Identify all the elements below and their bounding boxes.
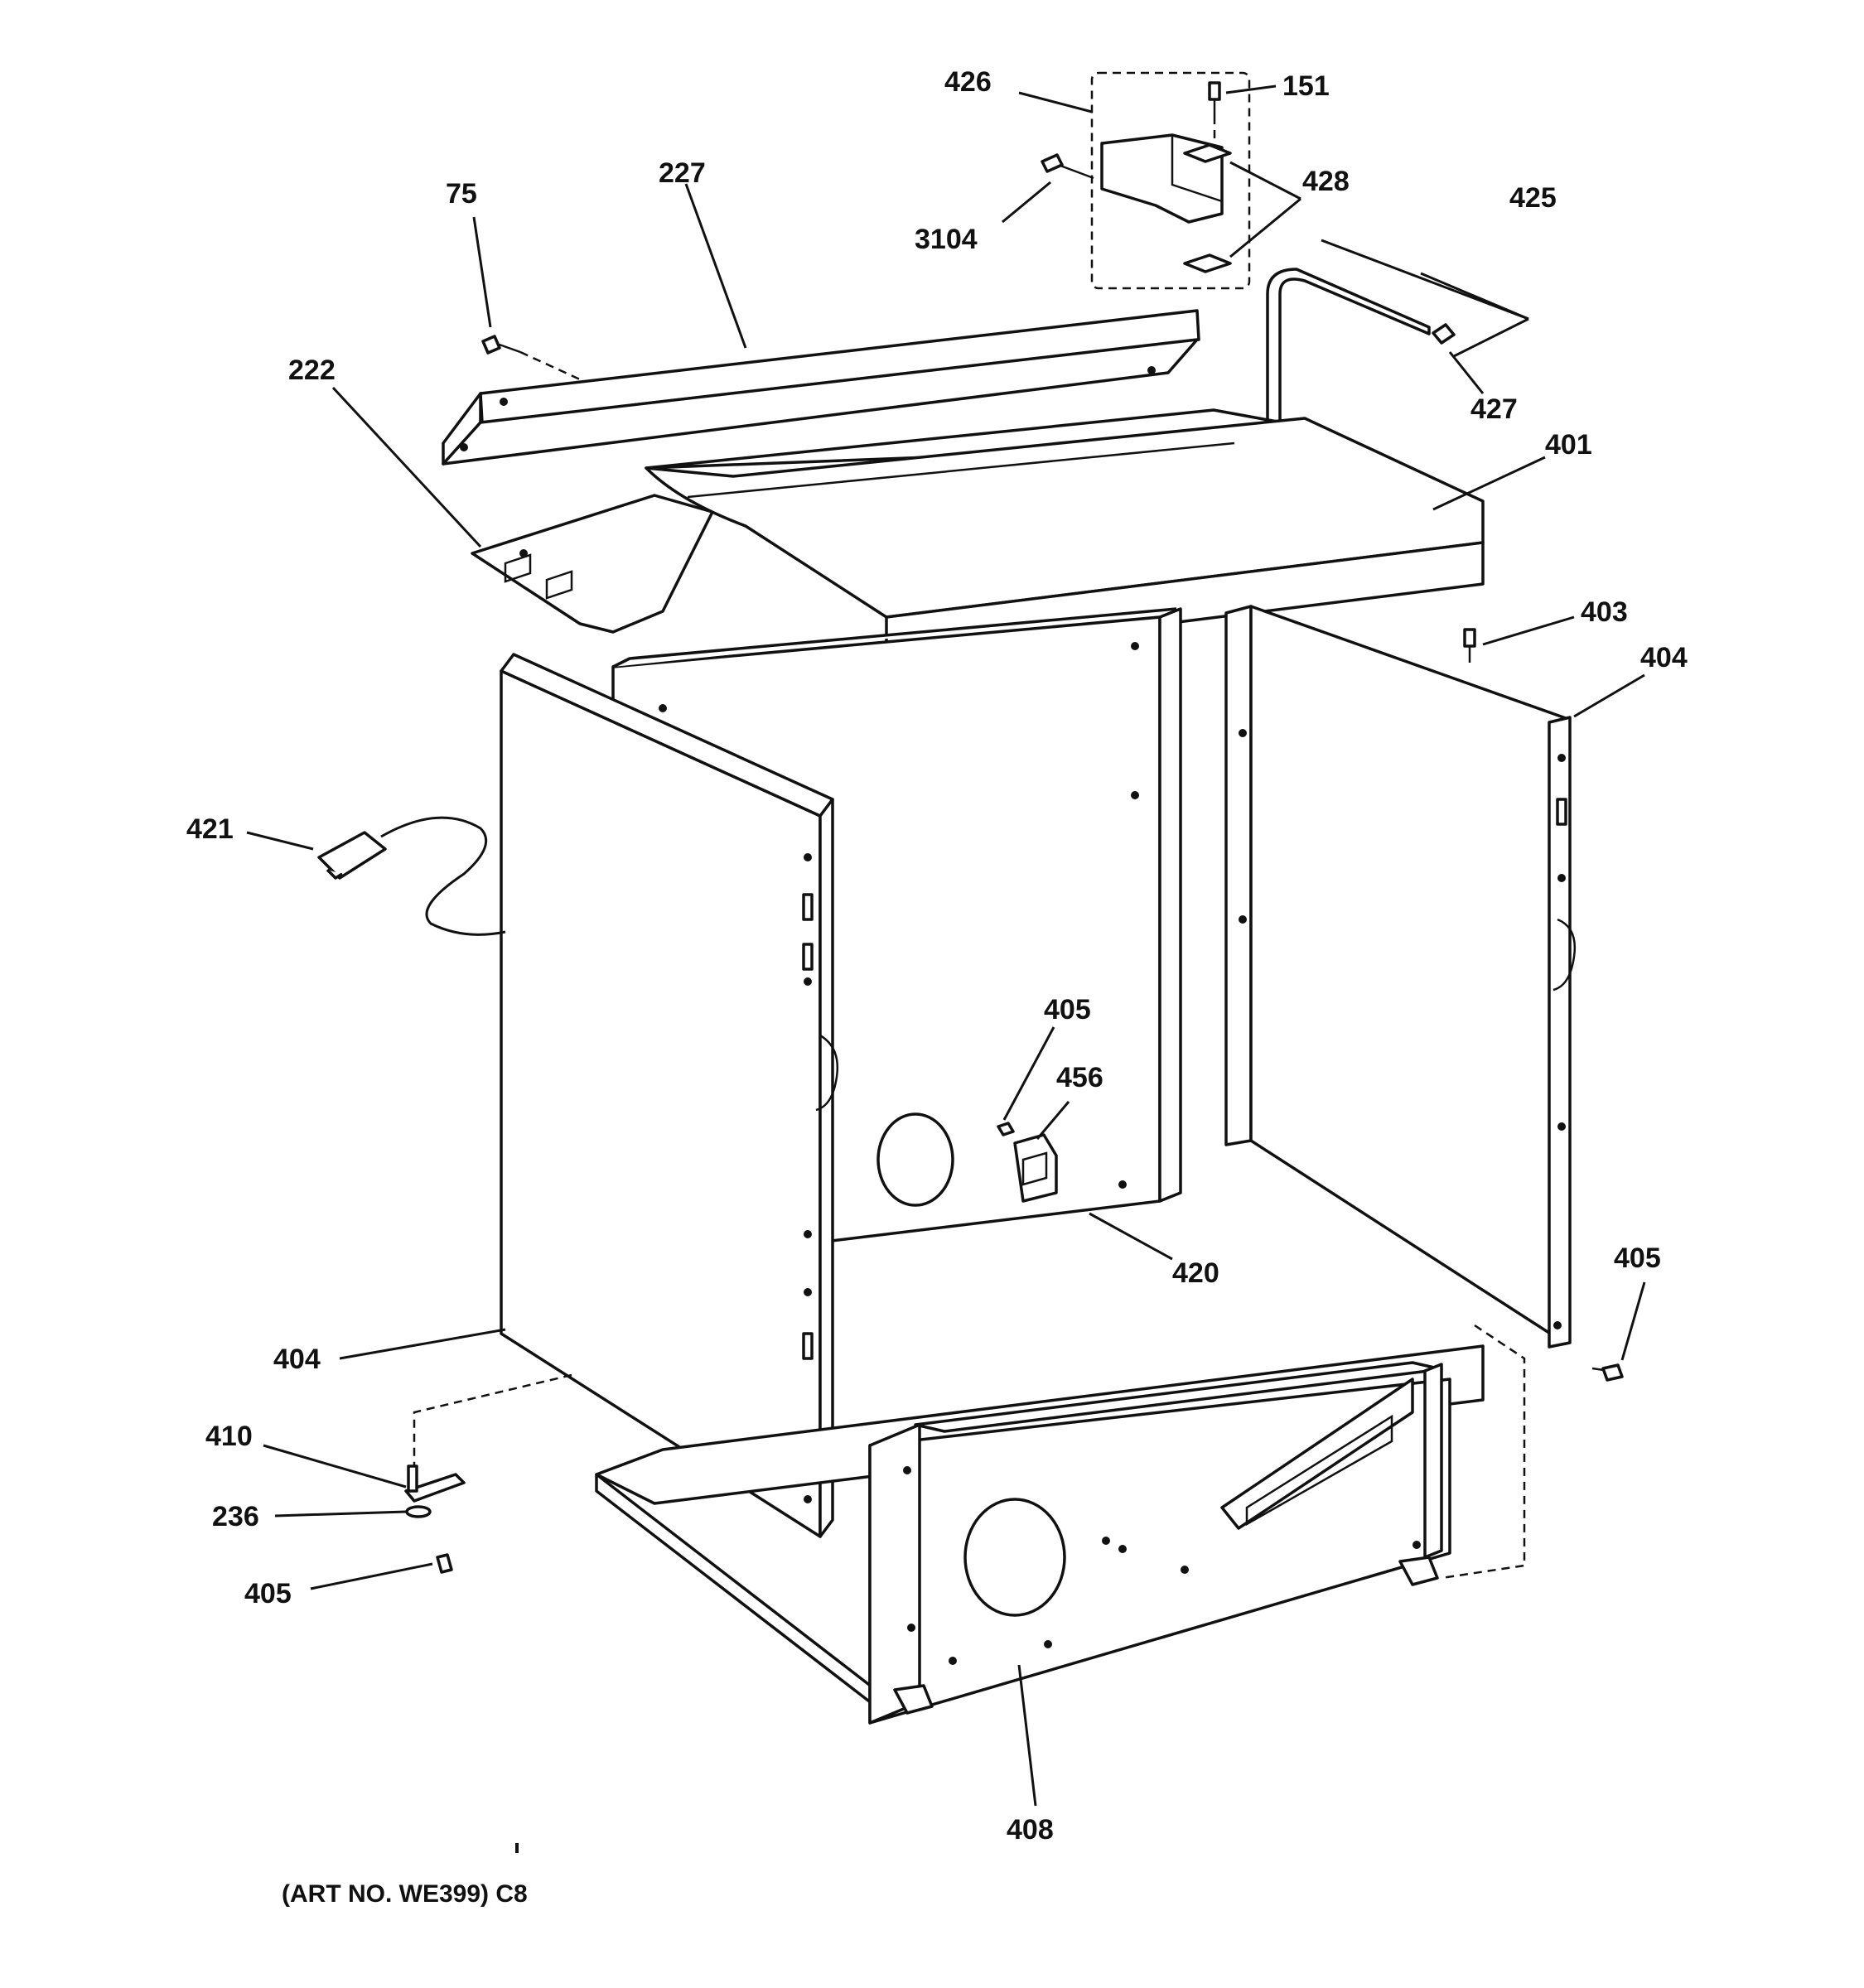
callout-456: 456 (1056, 1062, 1103, 1093)
callout-427: 427 (1470, 393, 1518, 425)
lid-rod (1266, 239, 1529, 432)
callout-404-left: 404 (273, 1344, 321, 1375)
callout-405-rear: 405 (1044, 994, 1091, 1025)
hinge-assembly (1002, 71, 1301, 290)
callout-3104: 3104 (915, 224, 978, 255)
callout-222: 222 (288, 355, 336, 386)
callout-421: 421 (186, 813, 234, 845)
screw-75 (472, 216, 581, 381)
power-cord (246, 816, 506, 936)
callout-404-right: 404 (1640, 642, 1688, 673)
right-side-panel (1224, 605, 1646, 1580)
callout-408: 408 (1007, 1814, 1054, 1846)
callout-405-right: 405 (1614, 1242, 1661, 1274)
left-side-panel (339, 653, 839, 1538)
top-panel (645, 408, 1546, 660)
top-brace (442, 309, 1200, 466)
callout-403: 403 (1581, 596, 1628, 628)
callout-420: 420 (1172, 1257, 1219, 1289)
callout-428: 428 (1302, 166, 1350, 197)
bracket-222 (331, 386, 714, 634)
art-number-caption: (ART NO. WE399) C8 (282, 1880, 528, 1908)
callout-405-leg: 405 (244, 1578, 292, 1609)
callout-75: 75 (446, 178, 477, 210)
callout-426: 426 (944, 66, 992, 98)
leveling-leg (263, 1444, 466, 1590)
callout-410: 410 (205, 1421, 253, 1452)
callout-236: 236 (212, 1501, 259, 1532)
callout-401: 401 (1545, 429, 1592, 461)
base-frame (595, 1344, 1485, 1807)
callout-151: 151 (1282, 70, 1330, 102)
callout-227: 227 (659, 157, 706, 189)
callout-425: 425 (1509, 182, 1557, 214)
